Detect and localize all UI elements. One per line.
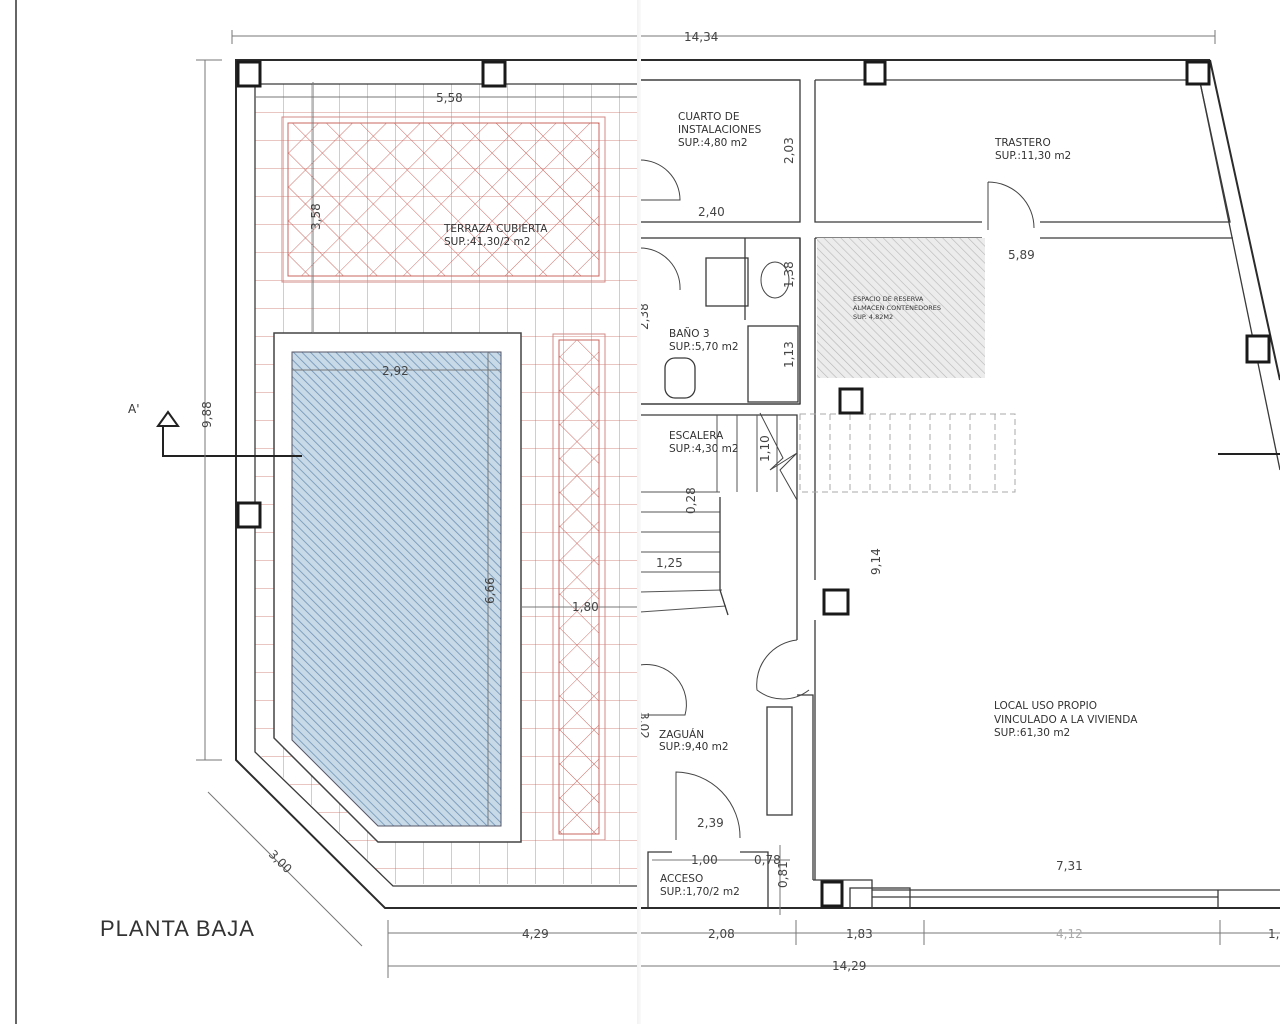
page-fold <box>637 0 641 1024</box>
dim-trastero-width: 5,89 <box>1008 248 1035 262</box>
dim-acceso-w1: 1,00 <box>691 853 718 867</box>
dim-bottom-seg-4: 4,12 <box>1056 927 1083 941</box>
acceso-name: ACCESO <box>660 873 703 885</box>
terrace-area <box>156 59 637 909</box>
local-name-2: VINCULADO A LA VIVIENDA <box>994 714 1138 726</box>
escalera-area: SUP.:4,30 m2 <box>669 443 739 455</box>
dim-pool-width: 2,92 <box>382 364 409 378</box>
zaguan-area: SUP.:9,40 m2 <box>659 741 729 753</box>
building-walls <box>639 59 1280 909</box>
plan-title: PLANTA BAJA <box>100 916 255 941</box>
zaguan-name: ZAGUÁN <box>659 728 704 741</box>
dim-bottom-seg-1: 4,29 <box>522 927 549 941</box>
trastero-name: TRASTERO <box>994 137 1051 149</box>
dim-stair-width: 1,25 <box>656 556 683 570</box>
dim-terrace-width: 5,58 <box>436 91 463 105</box>
reserva-area: SUP. 4,82M2 <box>853 313 893 321</box>
local-area: SUP.:61,30 m2 <box>994 727 1070 739</box>
local-name-1: LOCAL USO PROPIO <box>994 700 1097 712</box>
dim-bottom-seg-3: 1,83 <box>846 927 873 941</box>
section-marker-label: A' <box>128 402 140 416</box>
reserva-name-2: ALMACEN CONTENEDORES <box>853 304 941 312</box>
dim-local-height: 9,14 <box>869 548 883 575</box>
trastero-area: SUP.:11,30 m2 <box>995 150 1071 162</box>
dim-terrace-depth: 3,58 <box>309 203 323 230</box>
dim-chamfer: 3,00 <box>266 847 295 876</box>
instalaciones-name-1: CUARTO DE <box>678 111 739 123</box>
dim-stair-tread: 0,28 <box>684 487 698 514</box>
dim-bottom-seg-2: 2,08 <box>708 927 735 941</box>
reserve-area <box>817 238 985 378</box>
dim-pool-length: 6,66 <box>483 577 497 604</box>
dim-bottom-seg-5: 1, <box>1268 927 1279 941</box>
dim-local-width: 7,31 <box>1056 859 1083 873</box>
dim-zaguan-width: 2,39 <box>697 816 724 830</box>
instalaciones-area: SUP.:4,80 m2 <box>678 137 748 149</box>
acceso-area: SUP.:1,70/2 m2 <box>660 886 740 898</box>
dim-planter-offset: 1,80 <box>572 600 599 614</box>
terraza-area: SUP.:41,30/2 m2 <box>444 236 530 248</box>
bano-name: BAÑO 3 <box>669 327 710 340</box>
dim-sink: 1,38 <box>782 261 796 288</box>
dim-stair-1: 1,10 <box>758 435 772 462</box>
dim-acceso-w2: 0,78 <box>754 853 781 867</box>
dim-inst-width: 2,40 <box>698 205 725 219</box>
bano-area: SUP.:5,70 m2 <box>669 341 739 353</box>
instalaciones-name-2: INSTALACIONES <box>678 124 762 136</box>
dim-left-height: 9,88 <box>200 401 214 428</box>
reserva-name-1: ESPACIO DE RESERVA <box>853 295 924 303</box>
escalera-name: ESCALERA <box>669 430 724 442</box>
dim-shower: 1,13 <box>782 341 796 368</box>
dim-top-total: 14,34 <box>684 30 718 44</box>
dim-acceso-h: 0,81 <box>776 861 790 888</box>
dim-bottom-total: 14,29 <box>832 959 866 973</box>
dim-inst-height: 2,03 <box>782 137 796 164</box>
terraza-name: TERRAZA CUBIERTA <box>443 223 548 235</box>
